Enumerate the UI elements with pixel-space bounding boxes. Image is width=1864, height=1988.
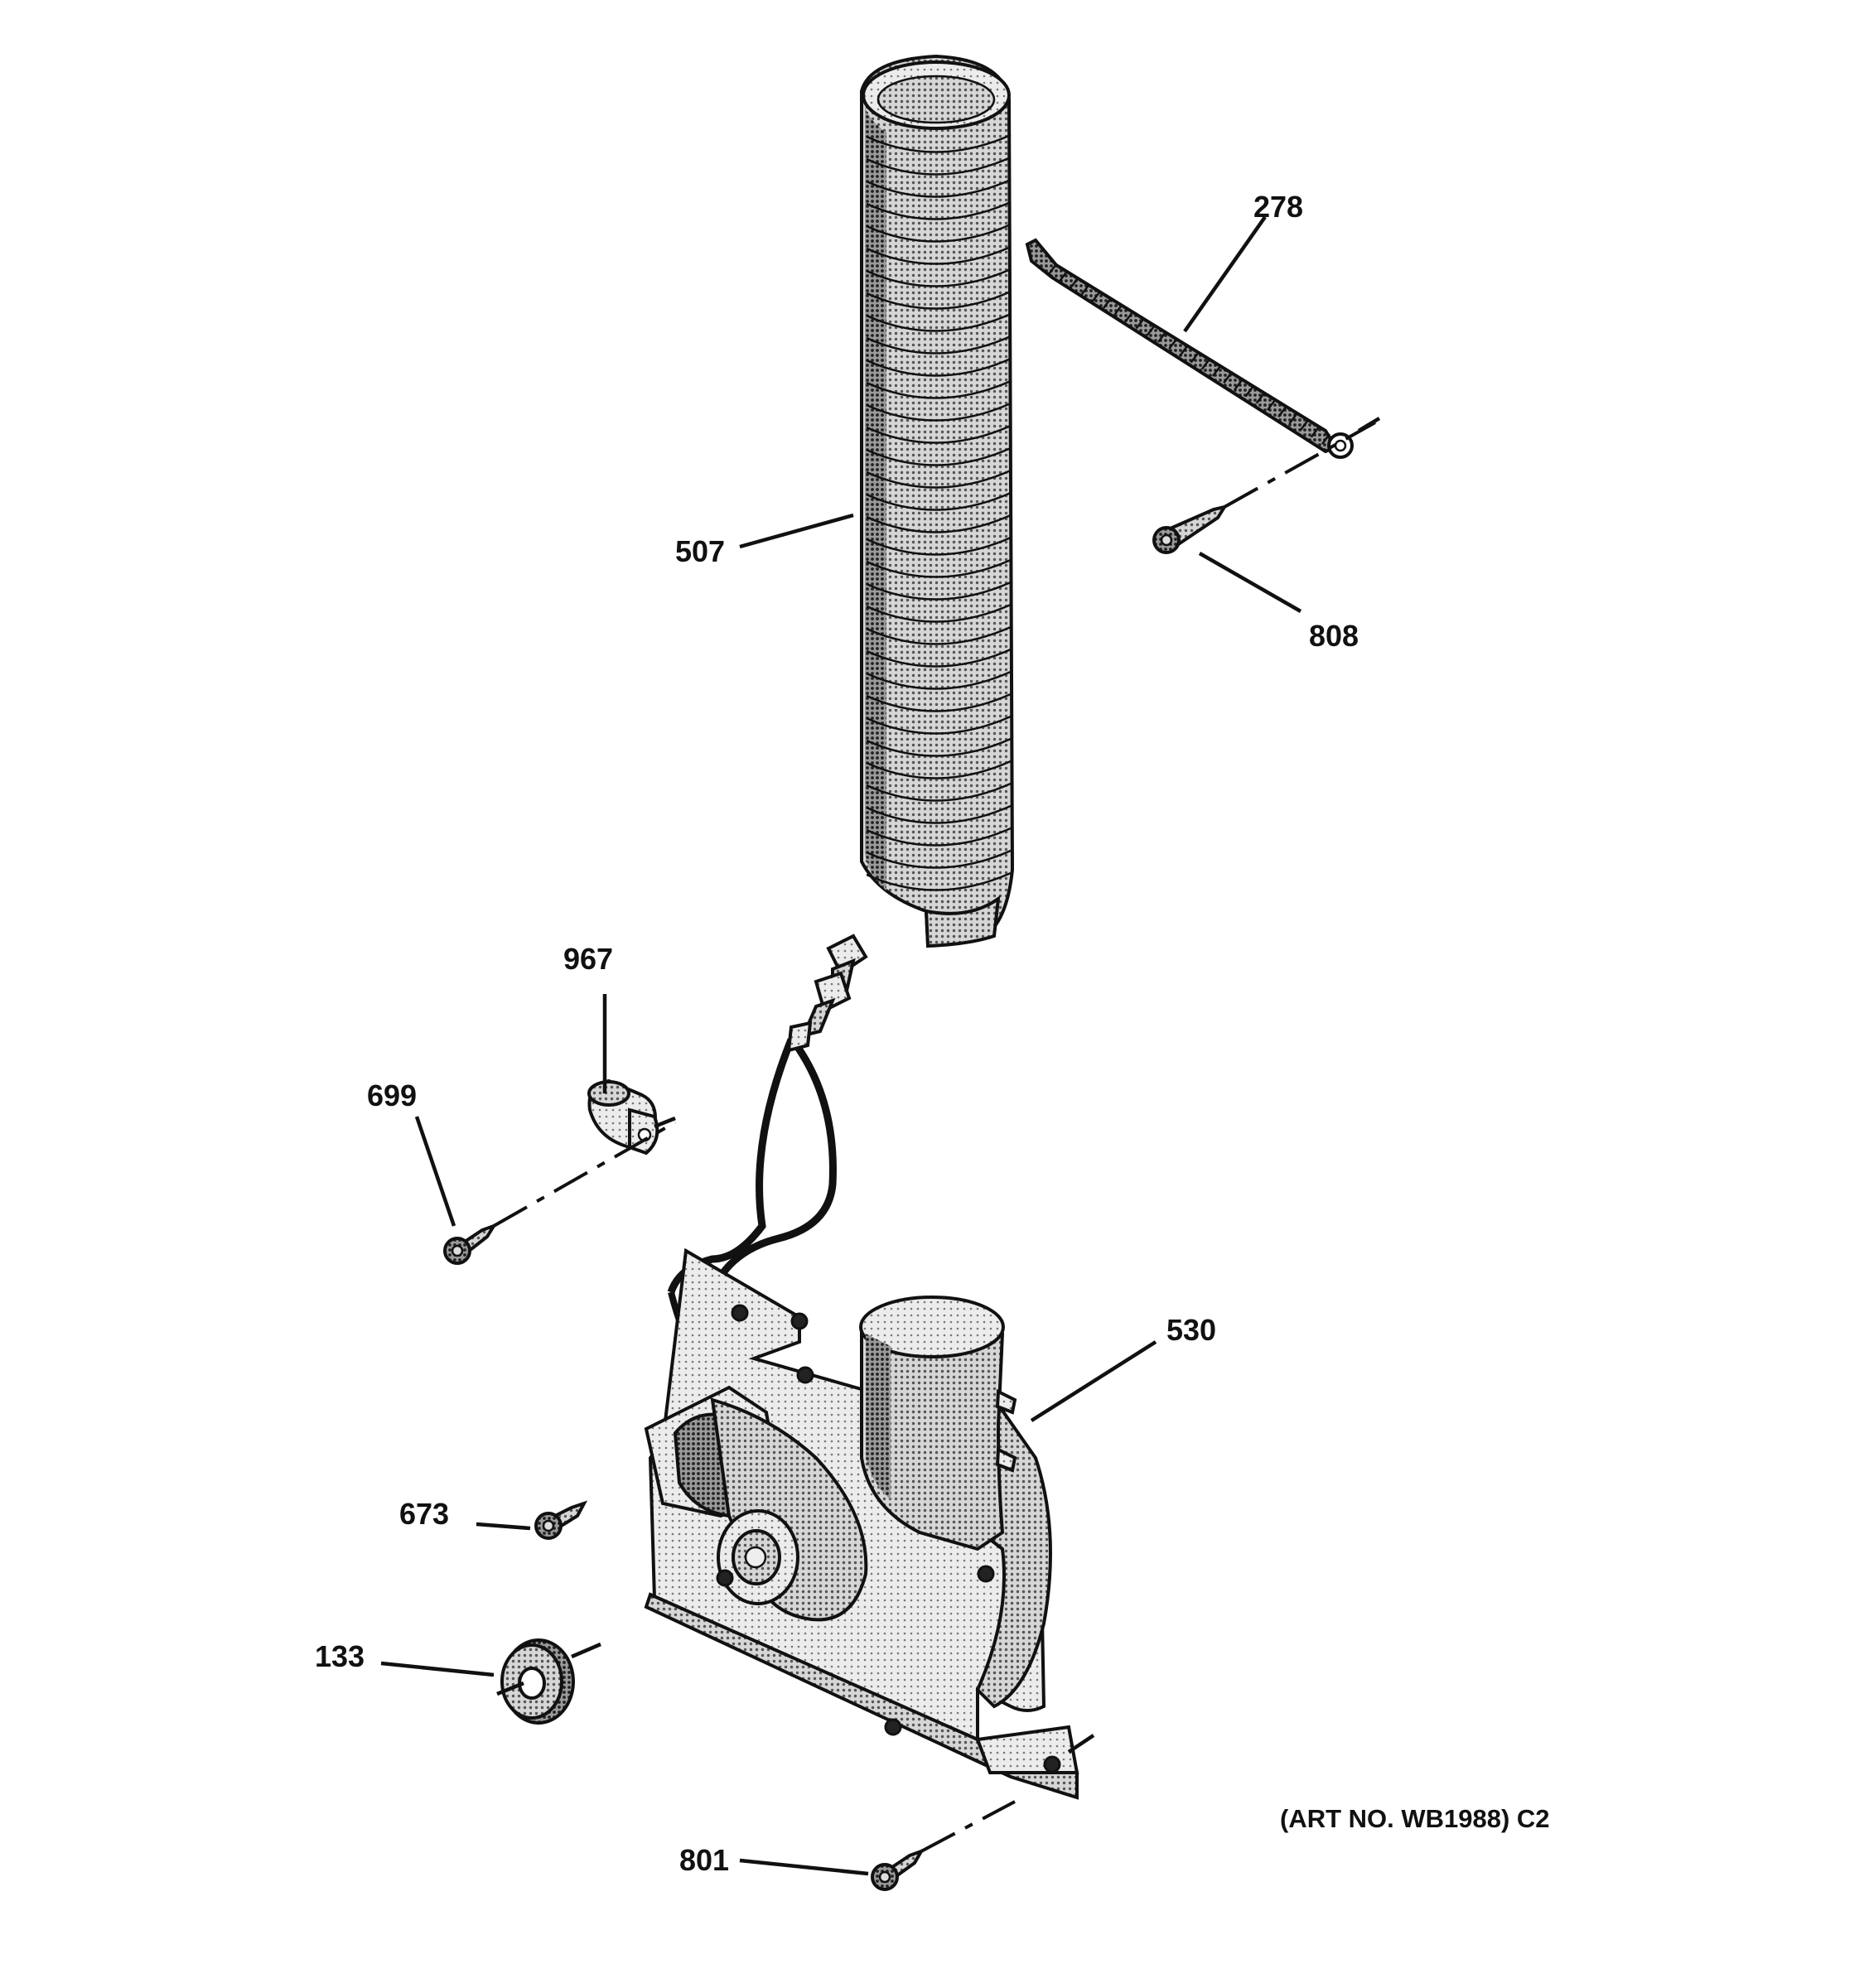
tie-tooth [1091, 291, 1101, 302]
screw-699 [443, 1223, 498, 1265]
vent-hose-507 [860, 54, 1015, 948]
tie-tooth [1179, 345, 1189, 357]
hose-ridge [866, 581, 1012, 601]
callout-530: 530 [1166, 1313, 1216, 1347]
tie-tooth [1267, 399, 1276, 411]
hose-ridge [866, 245, 1012, 265]
screw-673 [534, 1500, 588, 1540]
callout-133: 133 [315, 1639, 365, 1673]
tie-tooth [1103, 297, 1112, 309]
tie-tooth [1244, 385, 1254, 398]
hose-ridge [866, 424, 1012, 444]
blower-assembly-530 [644, 1247, 1079, 1800]
hose-ridge [866, 335, 1012, 355]
tie-tooth [1223, 372, 1233, 384]
hose-ridge [866, 715, 1012, 735]
hose-ridge [866, 648, 1012, 668]
mounting-hole [731, 1304, 749, 1322]
callout-507: 507 [675, 534, 725, 568]
mounting-hole [716, 1569, 734, 1587]
leader-lines [380, 215, 1302, 1876]
tie-tooth [1135, 317, 1145, 330]
mounting-hole [884, 1718, 902, 1736]
hose-ridge [866, 804, 1012, 824]
screw-808 [1152, 504, 1229, 554]
tie-tooth [1310, 427, 1320, 438]
hose-ridge [866, 558, 1012, 578]
callout-labels: 278 507 808 967 699 530 673 133 801 (ART… [315, 190, 1550, 1877]
hose-ridge [866, 625, 1012, 645]
hose-ridge [866, 849, 1012, 869]
hose-ridge [866, 491, 1012, 511]
hose-ridge [866, 514, 1012, 533]
hose-ridge [866, 469, 1012, 489]
tie-tooth [1288, 413, 1298, 425]
hose-ridge [866, 536, 1012, 556]
tie-tooth [1200, 359, 1210, 370]
tie-tooth [1277, 406, 1287, 417]
hose-ridge [866, 223, 1012, 243]
hose-ridge [866, 603, 1012, 623]
hose-ridge [866, 178, 1012, 198]
hose-ridge [866, 871, 1012, 891]
callout-673: 673 [399, 1497, 449, 1531]
tie-tooth [1168, 338, 1178, 350]
callout-278: 278 [1253, 190, 1303, 224]
cable-tie-278 [1025, 238, 1354, 459]
hose-ridge [866, 268, 1012, 287]
mounting-hole [977, 1565, 995, 1583]
hose-ridge [866, 290, 1012, 310]
tie-tooth [1080, 283, 1090, 296]
tie-tooth [1059, 270, 1069, 282]
hose-ridge [866, 782, 1012, 802]
hose-ridge [866, 670, 1012, 690]
hose-ridge [866, 312, 1012, 332]
hose-ridge [866, 156, 1012, 176]
hose-ridge [866, 692, 1012, 712]
assembly-axes [493, 417, 1381, 1853]
tie-tooth [1212, 365, 1221, 377]
hose-ridge [866, 827, 1012, 847]
hose-ridge [866, 379, 1012, 399]
clip-967 [587, 1078, 659, 1156]
tie-tooth [1113, 304, 1123, 316]
hose-ridge [866, 737, 1012, 757]
tie-tooth [1299, 419, 1309, 432]
hose-ridge [866, 133, 1012, 153]
hose-ridge [866, 357, 1012, 377]
mounting-hole [1043, 1755, 1061, 1773]
hose-ridge [866, 446, 1012, 466]
tie-tooth [1321, 433, 1330, 445]
hose-ridge [866, 402, 1012, 422]
hose-ridge [866, 200, 1012, 220]
callout-808: 808 [1309, 619, 1359, 653]
art-number: (ART NO. WB1988) C2 [1280, 1804, 1550, 1833]
screw-801 [871, 1848, 925, 1891]
tie-tooth [1157, 331, 1166, 343]
tie-tooth [1070, 277, 1079, 289]
callout-699: 699 [367, 1078, 417, 1112]
tie-tooth [1048, 263, 1057, 275]
wheel-133 [500, 1638, 575, 1725]
mounting-hole [790, 1312, 809, 1330]
tie-tooth [1255, 393, 1265, 404]
tie-tooth [1146, 325, 1156, 336]
tie-tooth [1234, 379, 1243, 391]
callout-801: 801 [679, 1843, 729, 1877]
hose-ridge [866, 760, 1012, 779]
callout-967: 967 [563, 942, 613, 976]
tie-tooth [1124, 311, 1134, 323]
mounting-hole [796, 1366, 814, 1384]
tie-tooth [1190, 351, 1200, 364]
